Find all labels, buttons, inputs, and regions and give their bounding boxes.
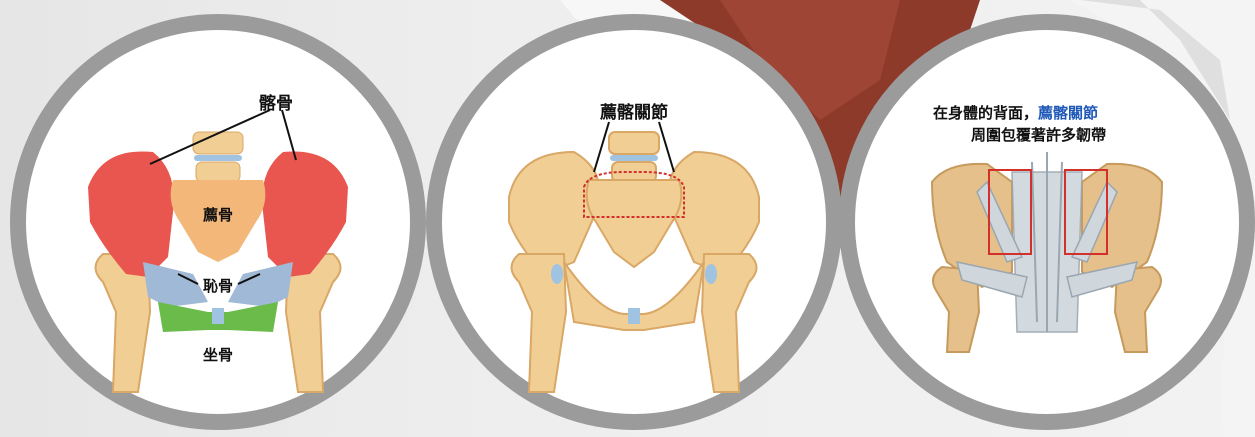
sacroiliac-joint-panel: 薦髂關節 (424, 12, 844, 432)
ligaments-caption-line1: 在身體的背面，薦髂關節 (933, 102, 1098, 123)
caption-prefix: 在身體的背面， (933, 104, 1038, 122)
caption-highlight: 薦髂關節 (1038, 104, 1098, 122)
caption-line2: 周圍包覆著許多韌帶 (971, 126, 1106, 144)
pelvis-bone-regions-panel: 髂骨 薦骨 恥骨 坐骨 (8, 12, 428, 432)
posterior-ligaments-diagram (837, 12, 1255, 432)
ischium-label: 坐骨 (203, 344, 233, 365)
ligaments-caption-line2: 周圍包覆著許多韌帶 (971, 124, 1106, 145)
si-joint-label: 薦髂關節 (600, 98, 668, 123)
pubis-label: 恥骨 (203, 275, 233, 296)
ilium-label: 髂骨 (259, 89, 293, 114)
sacrum-label: 薦骨 (203, 204, 233, 225)
ligaments-panel: 在身體的背面，薦髂關節 周圍包覆著許多韌帶 (837, 12, 1255, 432)
sacroiliac-joint-diagram (424, 12, 844, 432)
